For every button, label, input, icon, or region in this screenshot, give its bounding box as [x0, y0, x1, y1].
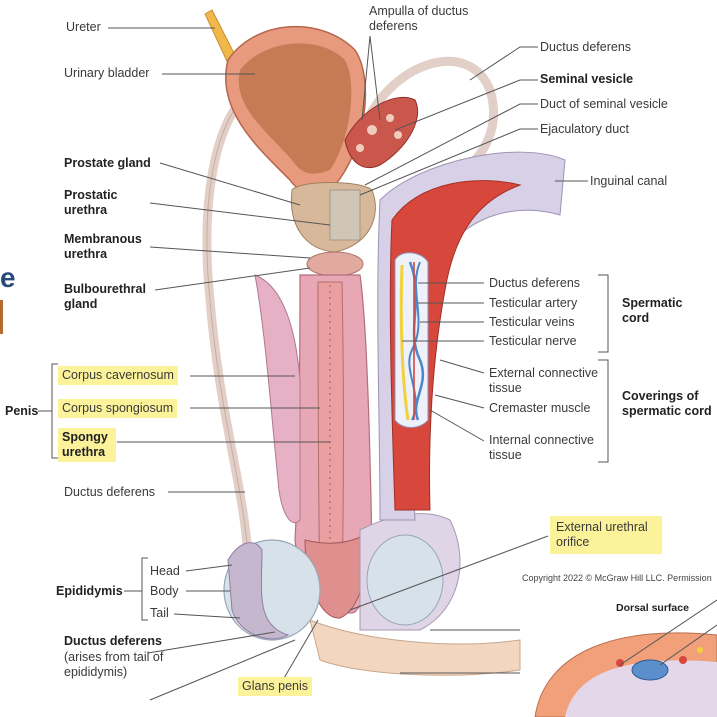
label-ampulla: Ampulla of ductus deferens	[369, 4, 469, 33]
label-dorsal-surface: Dorsal surface	[616, 602, 689, 614]
label-body: Body	[150, 584, 179, 598]
label-coverings: Coverings of spermatic cord	[622, 389, 712, 418]
label-internal-connective-tissue: Internal connective tissue	[489, 433, 594, 462]
corpus-cavernosum-left-shape	[254, 274, 301, 523]
label-ureter: Ureter	[66, 20, 101, 34]
label-spongy-urethra: Spongy urethra	[58, 428, 116, 462]
label-ductus-deferens-bottom: Ductus deferens	[64, 634, 162, 648]
label-seminal-vesicle: Seminal vesicle	[540, 72, 634, 86]
label-membranous-urethra: Membranous urethra	[64, 232, 142, 261]
label-ductus-deferens-left: Ductus deferens	[64, 485, 156, 499]
label-corpus-cavernosum: Corpus cavernosum	[58, 366, 178, 385]
clipped-bar-fragment	[0, 300, 3, 334]
membranous-shape	[306, 251, 364, 277]
ductus-deferens-tube-left	[202, 87, 255, 565]
label-head: Head	[150, 564, 180, 578]
testis-right-shape	[366, 534, 444, 626]
label-tail: Tail	[150, 606, 169, 620]
label-ductus-deferens-cord: Ductus deferens	[489, 276, 581, 290]
label-prostate-gland: Prostate gland	[64, 156, 151, 170]
label-external-urethral-orifice: External urethral orifice	[550, 516, 662, 554]
leader-lines	[38, 27, 717, 701]
clipped-letter-fragment: e	[0, 262, 16, 293]
label-glans-penis: Glans penis	[238, 677, 313, 696]
copyright-notice: Copyright 2022 © McGraw Hill LLC. Permis…	[522, 573, 712, 583]
label-testicular-artery: Testicular artery	[489, 296, 578, 310]
label-testicular-nerve: Testicular nerve	[489, 334, 577, 348]
label-penis: Penis	[5, 404, 39, 418]
label-urinary-bladder: Urinary bladder	[64, 66, 150, 80]
skin-fold-shape	[309, 619, 521, 676]
internal-cord-shape	[394, 252, 429, 428]
label-testicular-veins: Testicular veins	[489, 315, 575, 329]
label-ductus-deferens-bottom-note: (arises from tail of epididymis)	[64, 650, 164, 679]
label-cremaster-muscle: Cremaster muscle	[489, 401, 591, 415]
label-prostatic-urethra: Prostatic urethra	[64, 188, 118, 217]
label-external-connective-tissue: External connective tissue	[489, 366, 599, 395]
label-bulbourethral-gland: Bulbourethral gland	[64, 282, 146, 311]
label-duct-seminal-vesicle: Duct of seminal vesicle	[540, 97, 668, 111]
label-corpus-spongiosum: Corpus spongiosum	[58, 399, 178, 418]
label-inguinal-canal: Inguinal canal	[590, 174, 668, 188]
testicular-nerve-shape	[399, 264, 410, 421]
label-epididymis: Epididymis	[56, 584, 123, 598]
epididymis-left-shape	[227, 542, 290, 640]
label-ejaculatory-duct: Ejaculatory duct	[540, 122, 629, 136]
label-spermatic-cord: Spermatic cord	[622, 296, 683, 325]
label-ductus-deferens-top: Ductus deferens	[540, 40, 632, 54]
